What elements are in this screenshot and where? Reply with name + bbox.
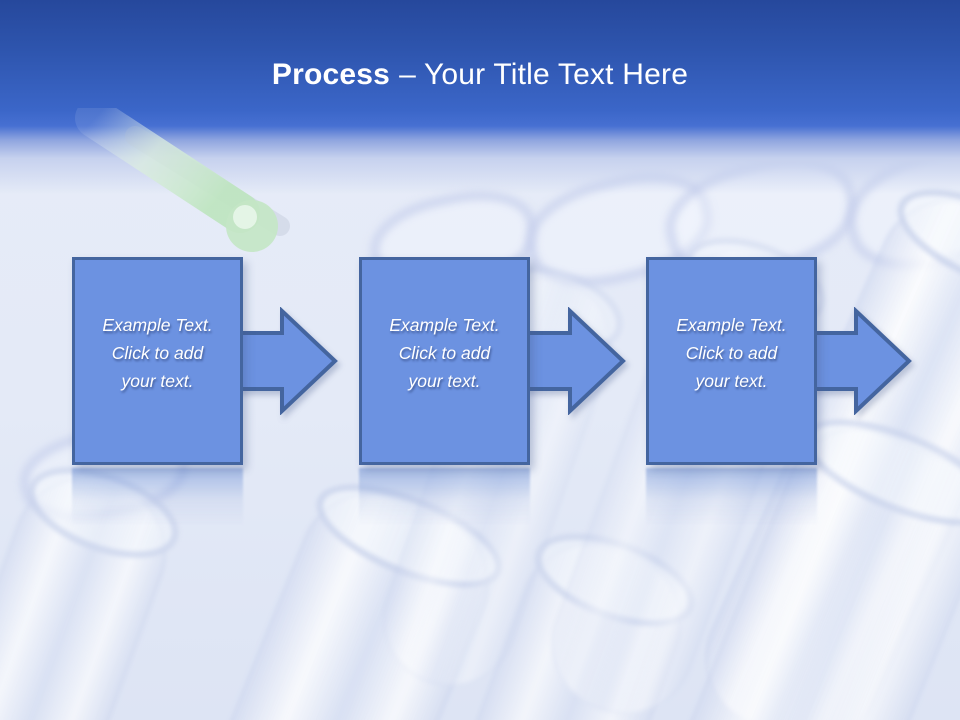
process-arrow-1 [236, 307, 338, 415]
title-emphasis: Process [271, 58, 391, 91]
step-text-line: Click to add [398, 343, 491, 363]
title-rest: – Your Title Text Here [399, 58, 689, 91]
process-arrow-2 [524, 307, 626, 415]
step-text-line: Example Text. [389, 315, 500, 335]
pipette-drop-highlight [233, 205, 257, 229]
process-step-2[interactable]: Example Text. Click to add your text. [359, 257, 530, 465]
process-step-3[interactable]: Example Text. Click to add your text. [646, 257, 817, 465]
step-text-line: Click to add [111, 343, 204, 363]
step-text-line: your text. [408, 371, 481, 391]
box-reflection [72, 468, 243, 526]
step-text-line: Example Text. [102, 315, 213, 335]
box-reflection [646, 468, 817, 526]
step-text-line: your text. [121, 371, 194, 391]
step-text-line: Click to add [685, 343, 778, 363]
pipette-body [75, 108, 260, 233]
step-text-line: your text. [695, 371, 768, 391]
pipette-graphic [75, 108, 290, 252]
box-reflection [359, 468, 530, 526]
step-text-line: Example Text. [676, 315, 787, 335]
slide-title[interactable]: Process– Your Title Text Here [0, 56, 960, 94]
process-arrow-3 [810, 307, 912, 415]
process-step-1[interactable]: Example Text. Click to add your text. [72, 257, 243, 465]
